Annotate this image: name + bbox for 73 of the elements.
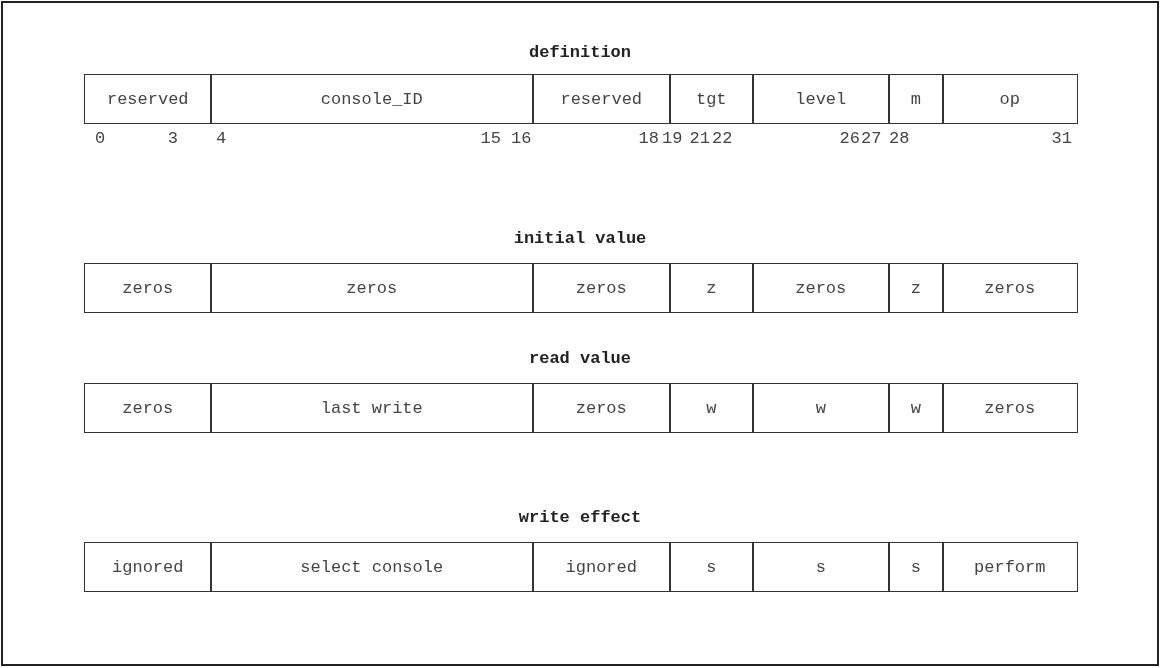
- field-value: m: [910, 89, 921, 109]
- field-value: s: [815, 557, 826, 577]
- field-value: zeros: [122, 398, 174, 418]
- register-field: [942, 74, 1078, 124]
- field-value: console_ID: [320, 89, 423, 109]
- field-value: zeros: [346, 278, 398, 298]
- field-value: s: [910, 557, 921, 577]
- register-field: [888, 542, 944, 592]
- register-field: [669, 542, 754, 592]
- register-field: [532, 263, 671, 313]
- bit-number: 16: [511, 129, 532, 149]
- field-value: z: [706, 278, 717, 298]
- field-value: select console: [300, 557, 444, 577]
- field-value: tgt: [695, 89, 727, 109]
- register-field: [532, 383, 671, 433]
- field-value: zeros: [122, 278, 174, 298]
- bit-number: 28: [889, 129, 910, 149]
- field-value: op: [999, 89, 1020, 109]
- section-heading: write effect: [518, 508, 642, 528]
- field-value: zeros: [984, 398, 1036, 418]
- field-value: w: [815, 398, 826, 418]
- field-value: s: [706, 557, 717, 577]
- register-field: [942, 263, 1078, 313]
- register-field: [669, 383, 754, 433]
- field-value: zeros: [984, 278, 1036, 298]
- field-value: level: [795, 89, 847, 109]
- field-value: perform: [974, 557, 1046, 577]
- register-field: [84, 74, 212, 124]
- section-heading: initial value: [513, 229, 647, 249]
- register-field: [84, 383, 212, 433]
- bit-number: 0: [95, 129, 106, 149]
- register-field: [669, 263, 754, 313]
- bit-number: 27: [861, 129, 882, 149]
- bit-number: 19: [662, 129, 683, 149]
- field-value: ignored: [565, 557, 637, 577]
- register-field: [84, 263, 212, 313]
- register-field: [888, 74, 944, 124]
- field-value: reserved: [106, 89, 189, 109]
- register-field: [210, 383, 534, 433]
- register-field: [210, 263, 534, 313]
- register-field: [532, 542, 671, 592]
- register-field: [752, 74, 890, 124]
- bit-number: 31: [1051, 129, 1072, 149]
- register-field: [669, 74, 754, 124]
- bit-number: 4: [216, 129, 227, 149]
- register-field: [210, 542, 534, 592]
- bit-number: 3: [167, 129, 178, 149]
- section-heading: definition: [529, 43, 631, 63]
- field-value: w: [706, 398, 717, 418]
- register-field: [84, 542, 212, 592]
- field-value: zeros: [795, 278, 847, 298]
- field-value: w: [910, 398, 921, 418]
- register-field: [942, 383, 1078, 433]
- bit-number: 15: [480, 129, 501, 149]
- bit-number: 22: [712, 129, 733, 149]
- field-value: reserved: [560, 89, 643, 109]
- register-field: [752, 383, 890, 433]
- field-value: zeros: [575, 398, 627, 418]
- register-field: [210, 74, 534, 124]
- bit-number: 18: [638, 129, 659, 149]
- field-value: last write: [320, 398, 423, 418]
- register-field: [888, 383, 944, 433]
- field-value: zeros: [575, 278, 627, 298]
- field-value: z: [910, 278, 921, 298]
- register-field: [532, 74, 671, 124]
- bit-number: 26: [839, 129, 860, 149]
- section-heading: read value: [529, 349, 631, 369]
- register-field: [942, 542, 1078, 592]
- register-field: [752, 542, 890, 592]
- register-field: [752, 263, 890, 313]
- register-field: [888, 263, 944, 313]
- bit-number: 21: [689, 129, 710, 149]
- field-value: ignored: [112, 557, 184, 577]
